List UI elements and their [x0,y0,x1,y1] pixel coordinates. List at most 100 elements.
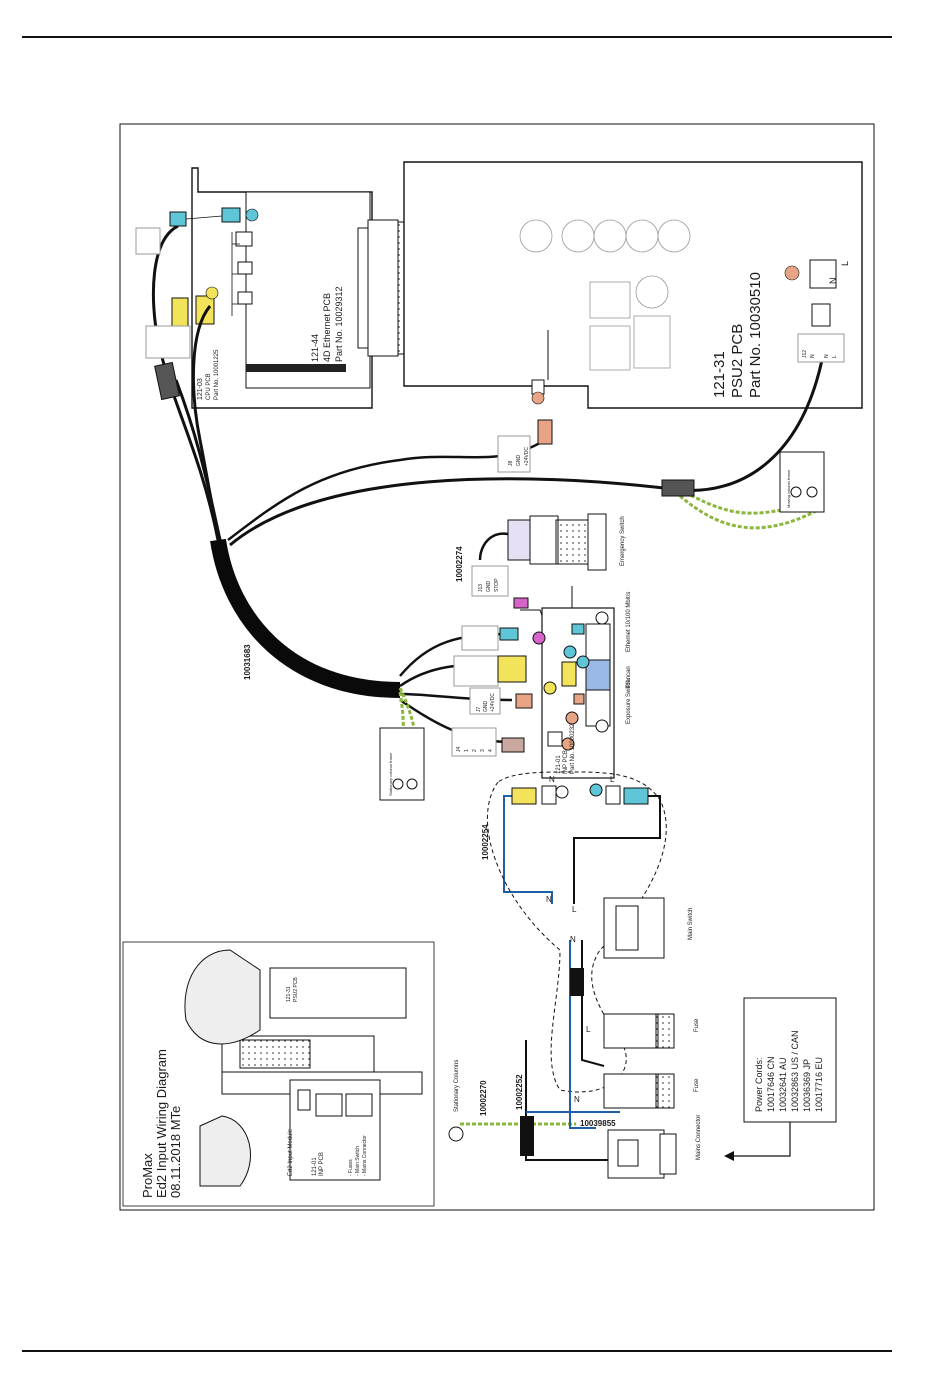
cpu-board: 121-03 CPU PCB Part No. 10001225 121-44 … [191,167,373,409]
svg-text:Part No. 10000232: Part No. 10000232 [570,723,576,774]
svg-text:Emergency Switch: Emergency Switch [620,516,626,566]
svg-text:L: L [572,905,577,914]
cpu-j5-marker [205,286,219,300]
power-cord-arrow [730,1122,791,1157]
svg-text:Fuse: Fuse [694,1078,700,1092]
diagram-frame [119,123,875,1211]
top-rule [22,36,892,38]
power-cords-title: Power Cords: [754,1057,764,1112]
svg-text:Stationary Columns: Stationary Columns [454,1060,460,1112]
svg-text:10031683: 10031683 [243,644,252,680]
svg-text:GND: GND [486,581,492,593]
stationary-frame: Stationary column frame [379,727,425,801]
mains-connector: Mains Connector [607,1115,702,1179]
svg-text:10002252: 10002252 [515,1074,524,1110]
j8-table: J8 GND +24VDC [508,447,530,466]
svg-text:GND: GND [516,455,522,467]
svg-text:10002270: 10002270 [479,1080,488,1116]
svg-text:10032863 US / CAN: 10032863 US / CAN [790,1030,800,1112]
svg-text:121-31: 121-31 [286,986,292,1002]
psu-n-label: N [828,278,838,285]
title-line2: Ed2 Input Wiring Diagram [154,1049,169,1198]
bottom-rule [22,1350,892,1352]
svg-text:STOP: STOP [494,578,500,592]
cpu-j3-marker [245,208,259,222]
main-harness [210,538,401,698]
mains-sleeve-2 [520,1116,534,1156]
cpu-cable-connectors [135,211,223,359]
psu-board-sub: PSU2 PCB [729,324,746,398]
j12-cable: J12 N N L [797,303,845,363]
svg-text:121-01: 121-01 [312,1157,318,1176]
title-line1: ProMax [140,1153,155,1198]
svg-text:L: L [832,355,838,358]
svg-text:10002254: 10002254 [481,824,490,860]
svg-text:Stationary column frame: Stationary column frame [388,752,393,796]
inp-cable-connectors: J7 GND +24VDC J4 1 2 3 4 [451,625,533,757]
svg-text:J12: J12 [802,350,808,358]
svg-text:J4: J4 [456,747,462,753]
moving-frame: Moving column frame [779,451,825,513]
ethernet-board-name: 121-44 [310,334,320,362]
svg-text:L: L [610,775,615,784]
inset-device: Ed2 Input Module 121-01 INP PCB - Fuses … [184,949,423,1187]
inset-frame [122,941,435,1207]
svg-text:121-01: 121-01 [556,755,562,774]
svg-text:INP PCB: INP PCB [319,1152,325,1176]
svg-text:J7: J7 [476,707,482,713]
svg-text:Ed2 Input Module: Ed2 Input Module [288,1128,294,1176]
power-cords-box: Power Cords: 10017646 CN 10032641 AU 100… [743,997,837,1123]
svg-text:PSU2 PCB: PSU2 PCB [293,977,299,1002]
stationary-columns: Stationary Columns [448,1060,464,1142]
svg-text:J8: J8 [508,461,514,467]
svg-text:Exposure Switch: Exposure Switch [626,679,632,724]
cpu-sleeve [154,361,180,401]
psu-j8-marker [531,391,545,405]
diagram-title: ProMax Ed2 Input Wiring Diagram 08.11.20… [140,1049,183,1198]
l-inline-connector [623,787,649,805]
svg-text:10036369 JP: 10036369 JP [802,1059,812,1112]
svg-text:L: L [586,1025,591,1034]
psu-board-name: 121-31 [711,351,728,398]
cpu-board-part: Part No. 10001225 [214,349,220,400]
cpu-edge-connector [246,364,346,372]
svg-text:2: 2 [472,749,478,752]
svg-text:10017646 CN: 10017646 CN [766,1056,776,1112]
svg-text:N: N [570,935,576,944]
ethernet-board-sub: 4D Ethernet PCB [322,293,332,362]
svg-text:10002274: 10002274 [455,546,464,582]
svg-text:N: N [549,775,555,784]
main-switch: Main Switch [603,897,694,959]
svg-text:4: 4 [488,749,494,752]
psu-j12-marker [784,265,800,281]
svg-text:- Mains Connector: - Mains Connector [362,1135,368,1176]
svg-text:10017716 EU: 10017716 EU [814,1057,824,1112]
svg-text:GND: GND [483,701,489,713]
board-to-board-connector [357,219,411,357]
earth-sleeve [661,479,695,497]
svg-text:N: N [824,354,830,358]
svg-text:Ethernet 10/100 Mbit/s: Ethernet 10/100 Mbit/s [626,592,632,652]
svg-text:- Fuses: - Fuses [348,1159,354,1176]
svg-text:N: N [574,1095,580,1104]
psu-board: 121-31 PSU2 PCB Part No. 10030510 N L [403,161,863,409]
mains-sleeve-1 [570,968,584,996]
j8-cable: J8 GND +24VDC [497,419,553,473]
svg-text:Main Switch: Main Switch [688,908,694,940]
cpu-board-sub: CPU PCB [206,373,212,400]
fuses: Fuse Fuse [603,1013,700,1109]
svg-text:N: N [810,354,816,358]
title-line3: 08.11.2018 MTe [168,1106,183,1198]
terminal-markers: N L N L N [546,895,591,1104]
svg-text:+24VDC: +24VDC [524,447,530,466]
svg-text:Moving column frame: Moving column frame [786,469,791,508]
svg-text:3: 3 [480,749,486,752]
svg-text:Fuse: Fuse [694,1018,700,1032]
svg-text:1: 1 [464,749,470,752]
psu-l-label: L [840,261,850,266]
svg-text:Plancan: Plancan [626,666,632,688]
svg-text:10032641 AU: 10032641 AU [778,1057,788,1112]
svg-text:+24VDC: +24VDC [490,693,496,712]
emergency-switch: Emergency Switch J13 GND STOP [471,513,626,609]
